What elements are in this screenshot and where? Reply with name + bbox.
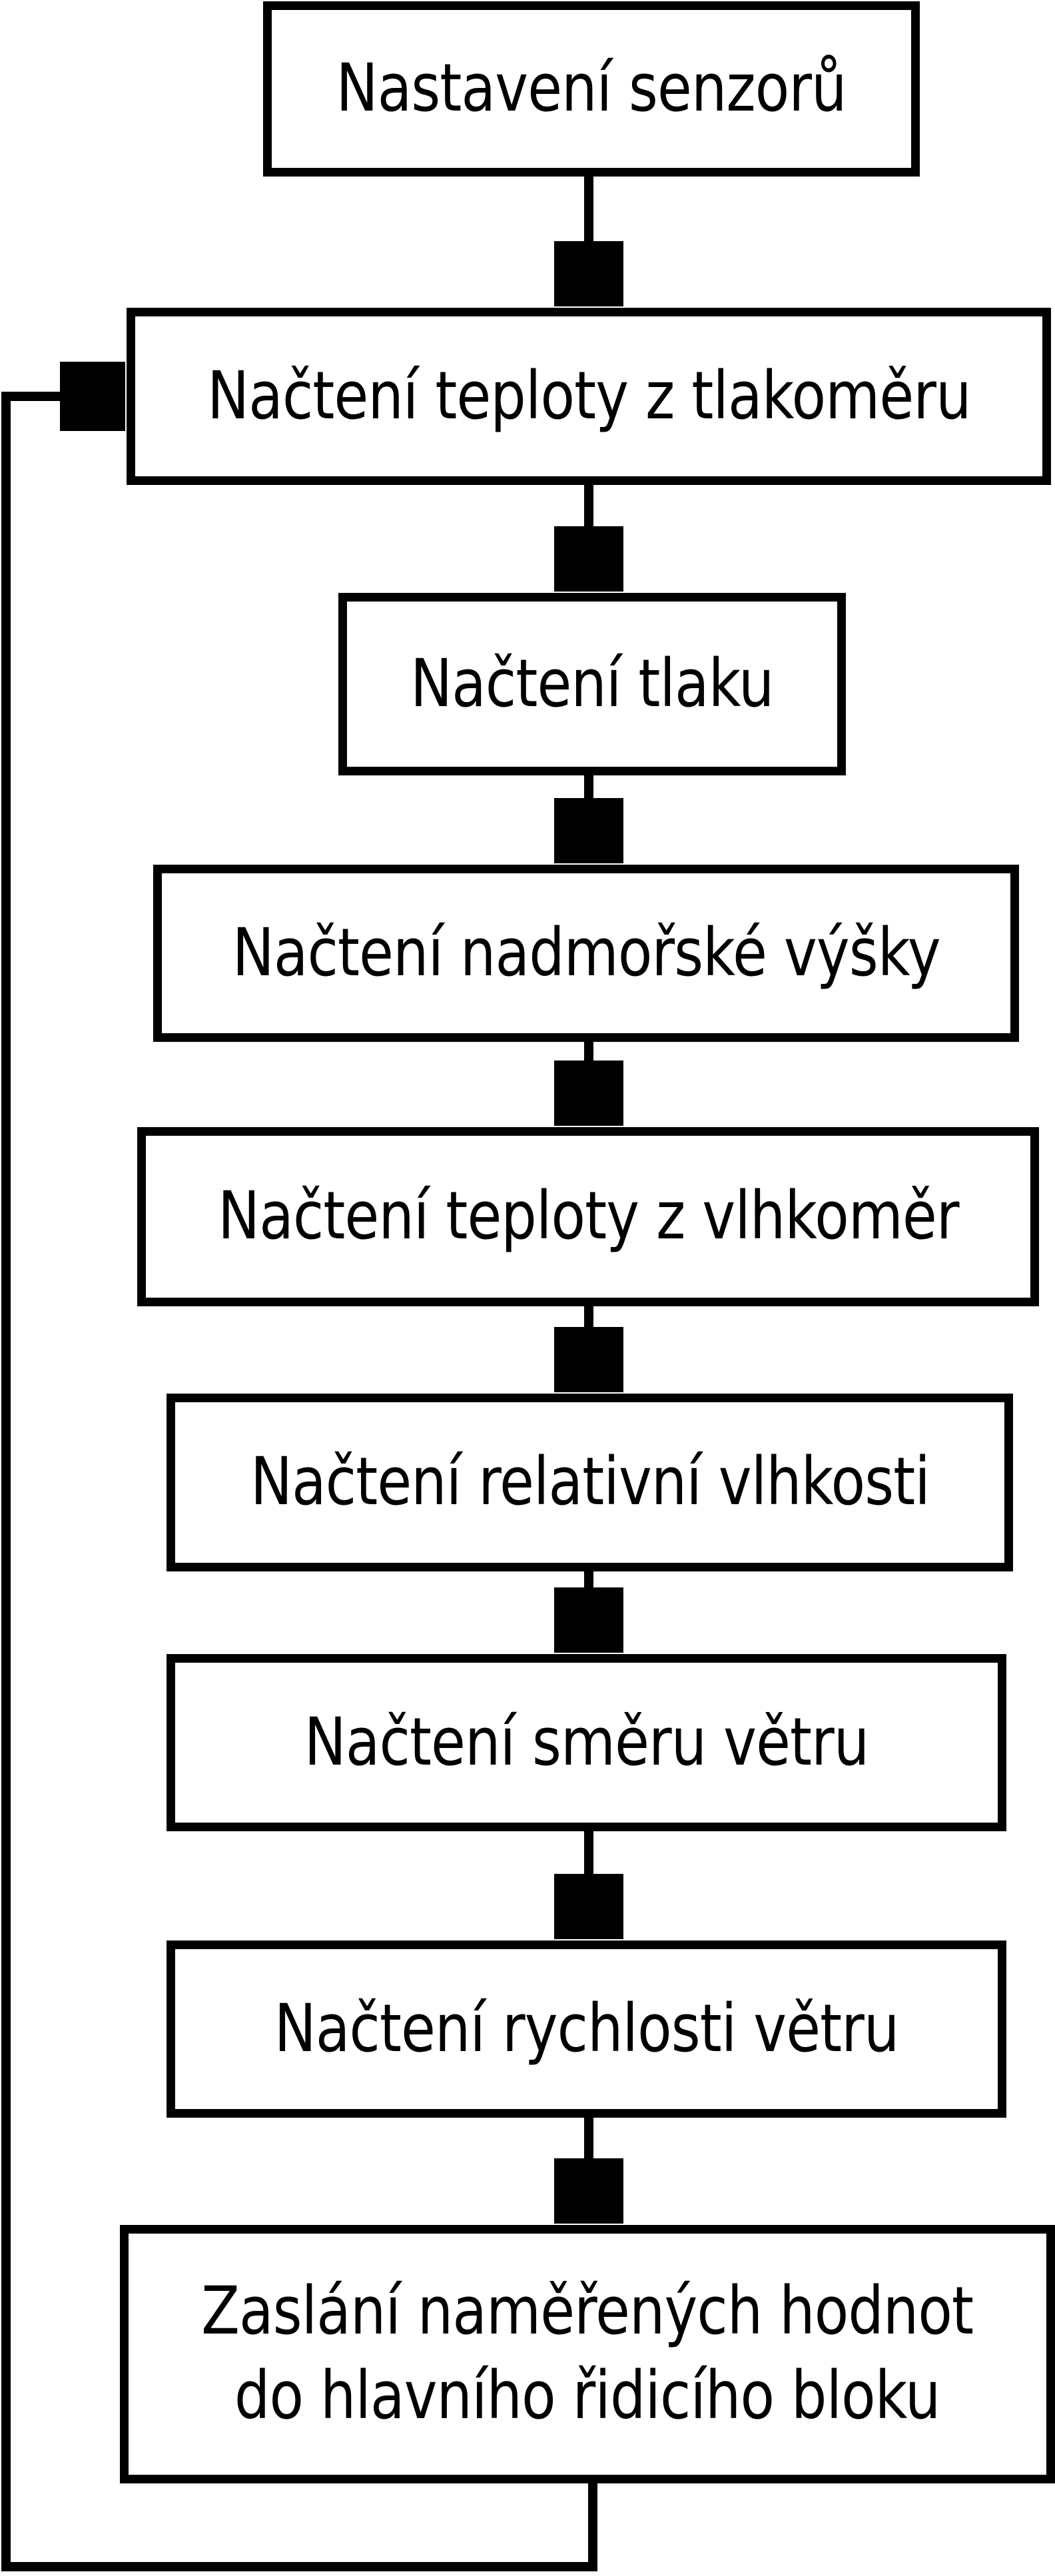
flow-node-nacteni-rychlosti-vetru: Načtení rychlosti větru (167, 1940, 1006, 2118)
flow-node-label: Načtení rychlosti větru (274, 1990, 900, 2067)
flow-node-nacteni-teploty-tlakomer: Načtení teploty z tlakoměru (127, 308, 1051, 485)
flow-node-label: Načtení tlaku (410, 645, 774, 722)
flow-node-nacteni-smeru-vetru: Načtení směru větru (167, 1654, 1006, 1831)
flow-node-zaslani-hodnot: Zaslání naměřených hodnot do hlavního ři… (120, 2225, 1055, 2483)
flow-node-label: Načtení směru větru (304, 1703, 869, 1781)
flow-loop-back (1, 396, 597, 2571)
flow-node-nacteni-tlaku: Načtení tlaku (338, 593, 846, 775)
flow-node-label: Načtení teploty z vlhkoměr (217, 1178, 959, 1255)
flow-node-nacteni-teploty-vlhkomer: Načtení teploty z vlhkoměr (137, 1127, 1039, 1306)
flow-node-label: Načtení nadmořské výšky (232, 914, 941, 991)
flow-node-label: Zaslání naměřených hodnot do hlavního ři… (201, 2273, 974, 2434)
flow-node-nastaveni-senzoru: Nastavení senzorů (263, 1, 920, 177)
flow-node-label: Nastavení senzorů (336, 50, 847, 127)
flow-node-label: Načtení teploty z tlakoměru (206, 357, 971, 434)
flow-node-label: Načtení relativní vlhkosti (250, 1444, 930, 1521)
flow-node-nacteni-nadmorske-vysky: Načtení nadmořské výšky (153, 865, 1019, 1042)
flow-node-nacteni-relativni-vlhkosti: Načtení relativní vlhkosti (167, 1394, 1013, 1571)
